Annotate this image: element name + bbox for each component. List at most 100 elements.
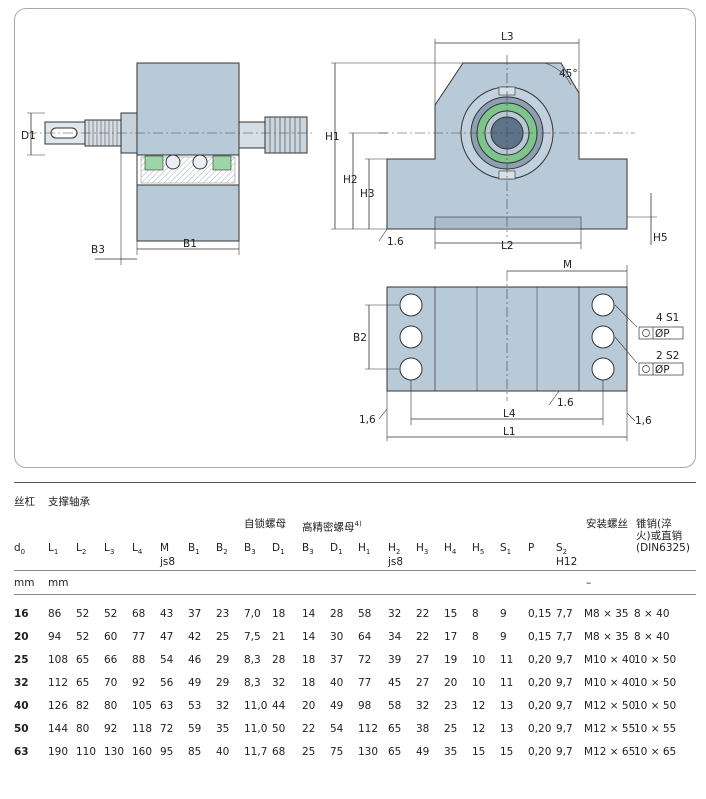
table-cell: 47 [160,631,174,643]
table-cell: 11 [500,654,514,666]
table-cell: 70 [104,677,118,689]
table-cell: 11,0 [244,700,268,712]
table-cell: M12 × 50 [584,700,636,712]
angle-label: 45° [559,68,578,80]
column-header-2: L2 [76,542,87,557]
table-cell: 15 [472,746,486,758]
column-header-4: L4 [132,542,143,557]
table-cell: 25 [444,723,458,735]
table-cell: 14 [302,631,316,643]
table-cell: 13 [500,723,514,735]
table-cell: 8,3 [244,654,261,666]
table-cell: 28 [330,608,344,620]
table-cell: 27 [416,677,430,689]
table-cell: 22 [416,631,430,643]
table-cell: 40 [216,746,230,758]
table-cell: 0,15 [528,608,552,620]
table-cell: 92 [104,723,118,735]
table-cell: 11 [500,677,514,689]
table-cell: 0,20 [528,746,552,758]
table-cell: 112 [48,677,69,689]
header-pin-3: (DIN6325) [636,542,690,554]
table-cell: 10 × 65 [634,746,677,758]
table-cell: 65 [388,746,402,758]
table-cell: 19 [444,654,458,666]
header-pin-1: 锥销(淬 [636,518,672,530]
header-pin-2: 火)或直销 [636,530,683,542]
table-cell: 27 [416,654,430,666]
column-header-1: L1 [48,542,59,557]
table-cell: 94 [48,631,62,643]
s2-label: 2 S2 [656,350,679,362]
table-cell: 49 [188,677,202,689]
roughness-4-label: 1,6 [635,415,652,427]
table-cell: 20 [444,677,458,689]
d1-label: D1 [21,130,36,142]
table-cell: M12 × 65 [584,746,636,758]
table-cell: 50 [272,723,286,735]
h5-label: H5 [653,232,668,244]
table-cell: 59 [188,723,202,735]
table-cell: 10 × 50 [634,654,677,666]
table-cell: 25 [216,631,230,643]
top-view: M B2 4 S1 ØP 2 S2 ØP L4 L1 1,6 1.6 1,6 [353,259,684,441]
table-cell: 45 [388,677,402,689]
table-cell: 10 [472,654,486,666]
table-cell: 8 [472,608,479,620]
column-header-9: D1 [272,542,285,557]
column-header-10: B3 [302,542,314,557]
table-cell: 20 [14,631,29,643]
table-cell: 9,7 [556,654,573,666]
table-cell: 60 [104,631,118,643]
column-header-8: B3 [244,542,256,557]
table-cell: 32 [388,608,402,620]
table-cell: 112 [358,723,379,735]
table-cell: 49 [330,700,344,712]
table-cell: 15 [500,746,514,758]
table-cell: 66 [104,654,118,666]
table-cell: 63 [160,700,174,712]
table-cell: 7,7 [556,631,573,643]
table-cell: 18 [272,608,286,620]
unit-mm-1: mm [14,577,35,589]
header-rule [14,570,696,571]
l2-label: L2 [501,240,514,252]
table-cell: 0,15 [528,631,552,643]
table-cell: 86 [48,608,62,620]
table-cell: 11,0 [244,723,268,735]
table-cell: 160 [132,746,153,758]
table-cell: 7,0 [244,608,261,620]
side-section-view: D1 B1 B3 [21,62,315,265]
table-cell: 32 [416,700,430,712]
unit-rule [14,594,696,595]
table-cell: 11,7 [244,746,268,758]
table-cell: 58 [388,700,402,712]
table-cell: 56 [160,677,174,689]
table-cell: 68 [272,746,286,758]
table-cell: 52 [104,608,118,620]
h1-label: H1 [325,131,340,143]
table-cell: 29 [216,677,230,689]
table-cell: 46 [188,654,202,666]
table-cell: 9 [500,608,507,620]
table-cell: 54 [160,654,174,666]
table-cell: 58 [358,608,372,620]
l3-label: L3 [501,31,514,43]
header-bolt: 安装螺丝 [586,518,628,530]
table-cell: 54 [330,723,344,735]
table-cell: 72 [358,654,372,666]
s2-tolerance-label: ØP [655,364,670,376]
table-cell: 9 [500,631,507,643]
table-cell: 30 [330,631,344,643]
column-header-17: S1 [500,542,512,557]
table-cell: 49 [416,746,430,758]
table-cell: 118 [132,723,153,735]
h3-label: H3 [360,188,375,200]
table-cell: M10 × 40 [584,677,636,689]
table-cell: 18 [302,677,316,689]
table-cell: M12 × 55 [584,723,636,735]
table-cell: 64 [358,631,372,643]
table-cell: 68 [132,608,146,620]
